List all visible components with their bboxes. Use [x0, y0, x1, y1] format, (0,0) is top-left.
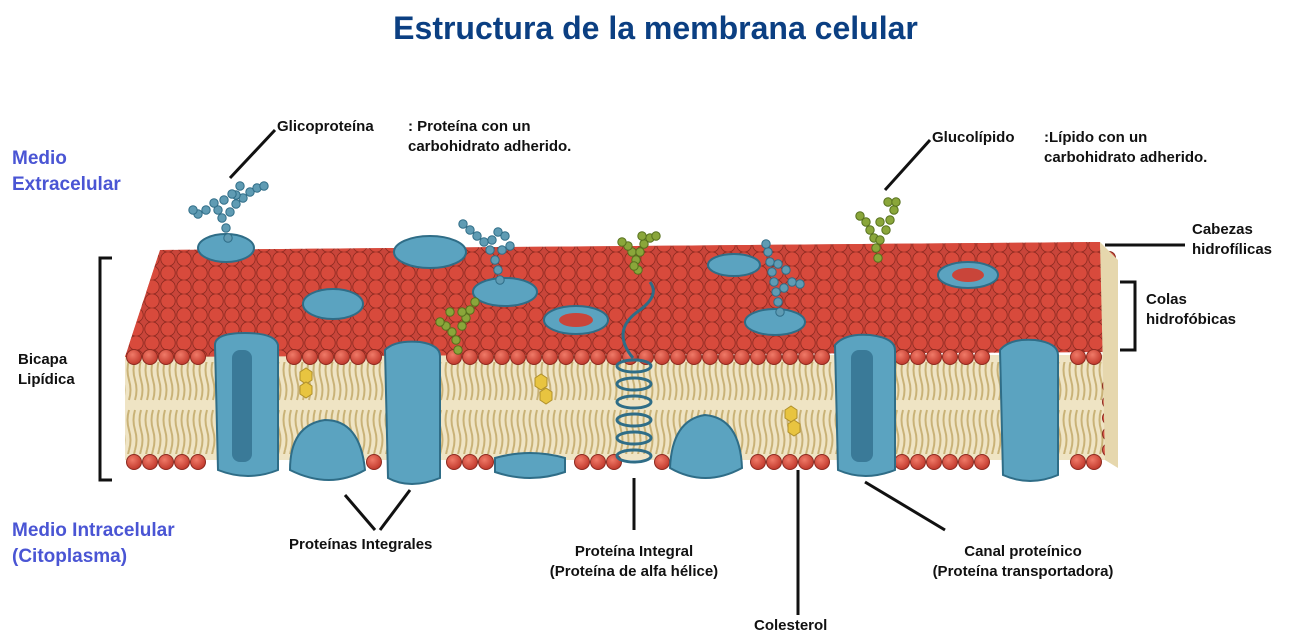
cholesterol-label: Colesterol	[754, 616, 827, 636]
glycolipid-description: :Lípido con un carbohidrato adherido.	[1044, 128, 1207, 168]
glycoprotein-description: : Proteína con un carbohidrato adherido.	[408, 117, 571, 157]
hydrophobic-tails-label: Colas hidrofóbicas	[1146, 290, 1236, 330]
alpha-helix-protein-label: Proteína Integral (Proteína de alfa héli…	[518, 542, 750, 582]
glycoprotein-label: Glicoproteína	[277, 117, 374, 137]
intracellular-medium-label: Medio Intracelular (Citoplasma)	[12, 518, 175, 570]
hydrophilic-heads-label: Cabezas hidrofílicas	[1192, 220, 1272, 260]
protein-channel-label: Canal proteínico (Proteína transportador…	[912, 542, 1134, 582]
glycolipid-label: Glucolípido	[932, 128, 1015, 148]
integral-proteins-label: Proteínas Integrales	[289, 535, 432, 555]
extracellular-medium-label: Medio Extracelular	[12, 146, 121, 198]
lipid-bilayer-label: Bicapa Lipídica	[18, 350, 75, 390]
